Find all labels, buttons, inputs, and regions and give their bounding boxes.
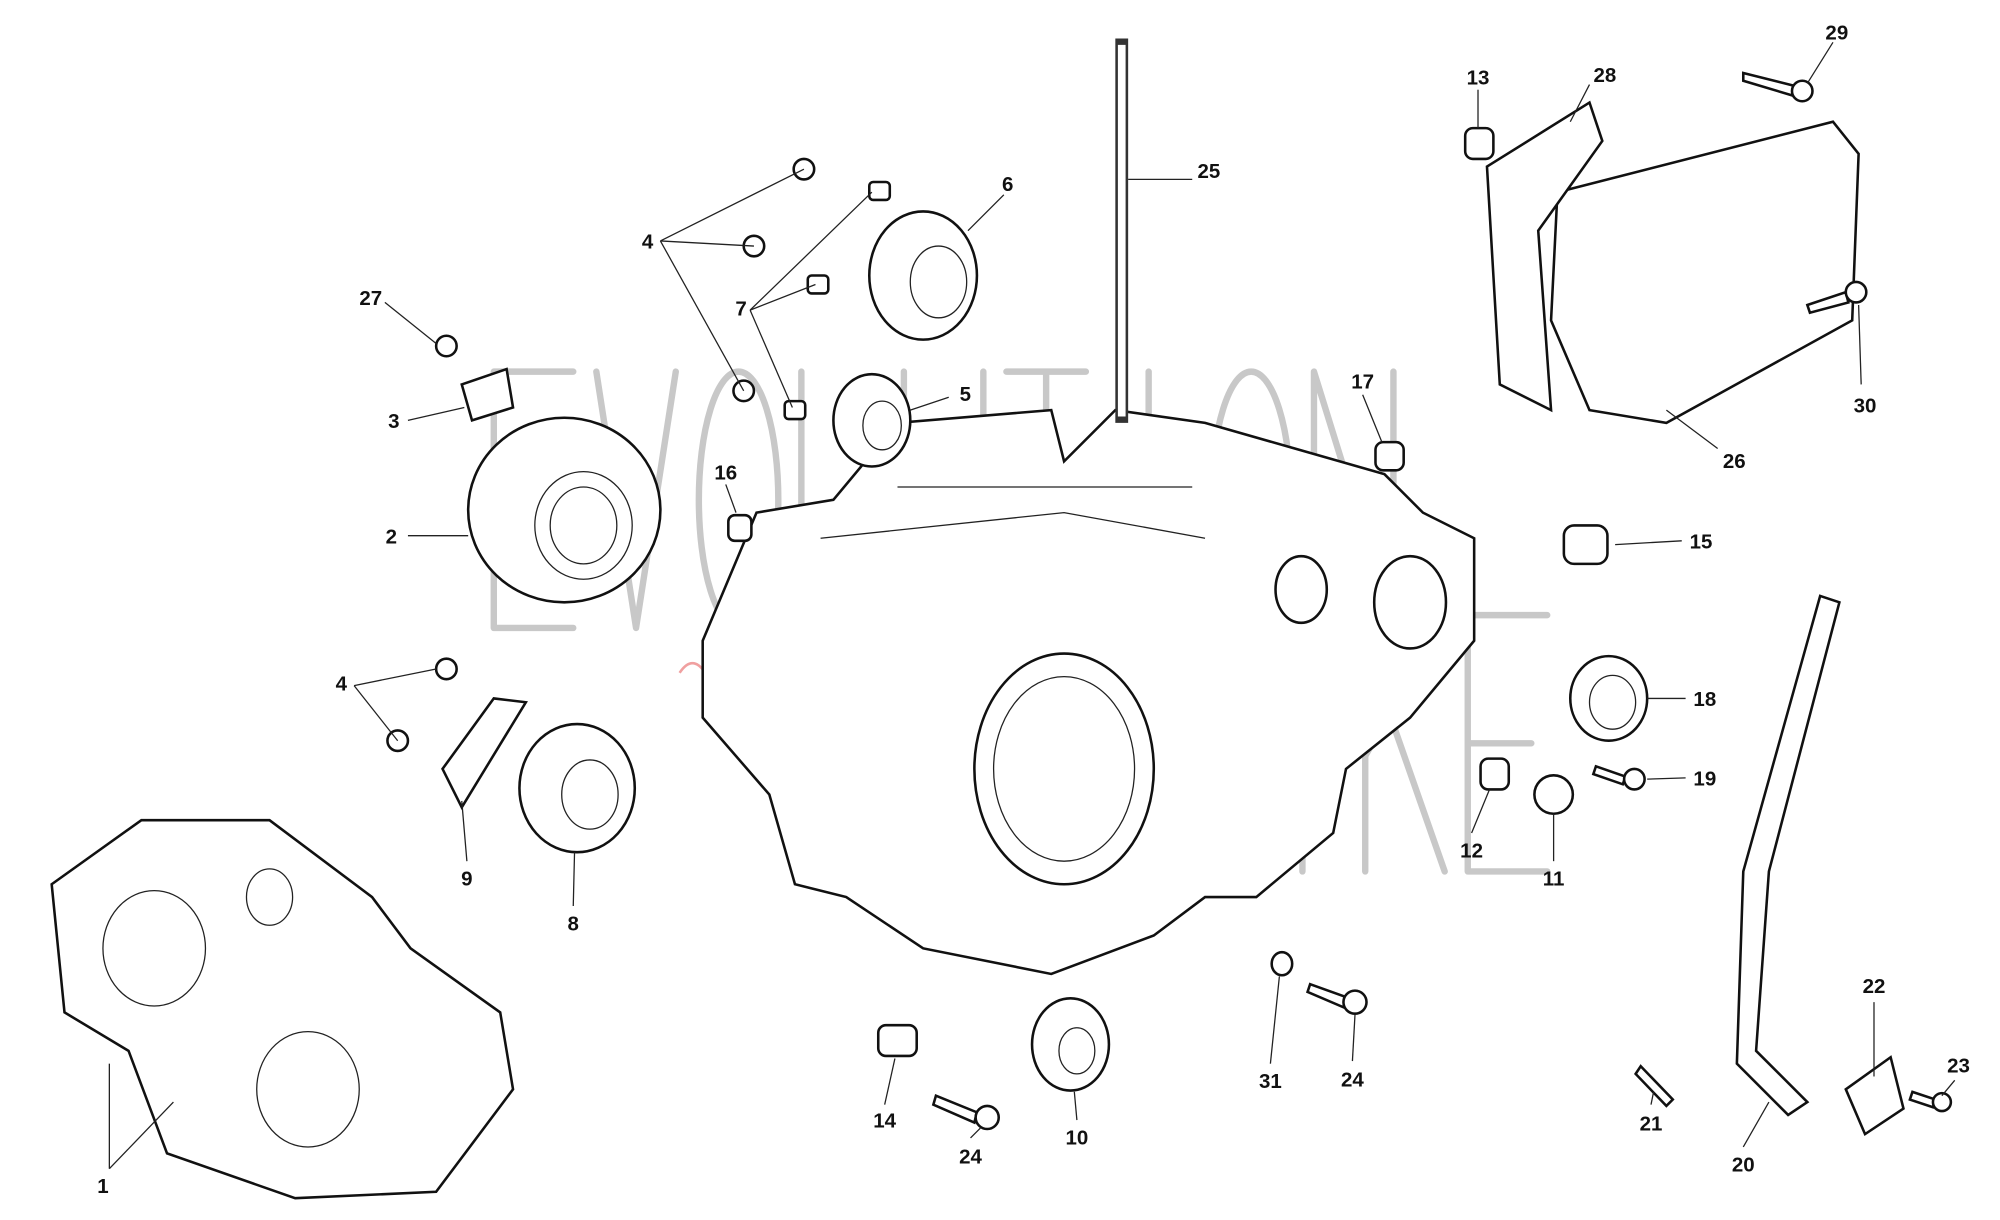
washer-7a xyxy=(868,180,892,202)
bearing-5 xyxy=(832,372,912,468)
bearing-8 xyxy=(518,722,637,854)
callout: 19 xyxy=(1693,768,1716,791)
callout: 3 xyxy=(388,410,399,433)
callout: 7 xyxy=(735,297,746,320)
callout: 25 xyxy=(1197,160,1220,183)
callout: 22 xyxy=(1863,975,1886,998)
callout: 24 xyxy=(1341,1069,1364,1092)
callout: 30 xyxy=(1854,395,1877,418)
callout: 18 xyxy=(1693,688,1716,711)
callout: 10 xyxy=(1065,1126,1088,1149)
callout: 24 xyxy=(959,1146,982,1169)
callout: 11 xyxy=(1543,868,1565,891)
screw-4d xyxy=(434,657,458,681)
callout: 17 xyxy=(1351,370,1374,393)
screw-27 xyxy=(434,334,458,358)
callout: 12 xyxy=(1460,839,1483,862)
callout: 16 xyxy=(714,461,737,484)
watermark-letter xyxy=(1464,611,1551,875)
callout: 4 xyxy=(642,231,654,254)
washer-7b xyxy=(806,274,830,295)
callout: 2 xyxy=(386,525,397,548)
plate-9 xyxy=(441,697,528,810)
plug-14 xyxy=(876,1023,918,1058)
dowel-16 xyxy=(727,513,753,543)
bolt-30 xyxy=(1805,290,1850,315)
callout: 1 xyxy=(97,1175,108,1198)
pin-21 xyxy=(1633,1064,1675,1108)
callout: 27 xyxy=(359,287,382,310)
callout: 9 xyxy=(461,868,472,891)
bolt-24a xyxy=(1305,982,1348,1010)
callout: 15 xyxy=(1690,530,1713,553)
bracket-22 xyxy=(1844,1055,1905,1137)
leader-lines xyxy=(108,41,1956,1170)
plate-3 xyxy=(460,367,515,422)
washer-7c xyxy=(783,399,807,421)
washer-11 xyxy=(1533,774,1575,816)
callout: 20 xyxy=(1732,1153,1755,1176)
bearing-6 xyxy=(868,210,979,341)
callout: 4 xyxy=(336,673,348,696)
bolt-29 xyxy=(1741,71,1796,98)
seal-18 xyxy=(1568,654,1649,742)
bushing-13 xyxy=(1463,126,1495,161)
callout: 26 xyxy=(1723,450,1746,473)
sprocket-cover xyxy=(1549,120,1860,425)
bolt-24b xyxy=(931,1093,979,1125)
washer-31 xyxy=(1270,950,1294,977)
callout: 13 xyxy=(1467,67,1490,90)
callout-labels: 29 28 13 25 6 4 7 27 3 5 16 2 17 30 26 1… xyxy=(97,22,1970,1198)
bearing-10 xyxy=(1030,997,1111,1092)
plug-15 xyxy=(1562,524,1609,566)
chain-guide xyxy=(1735,594,1841,1117)
bushing-17 xyxy=(1374,440,1405,472)
bearing-2 xyxy=(466,416,662,604)
callout: 28 xyxy=(1593,64,1616,87)
callout: 5 xyxy=(960,383,971,406)
callout: 29 xyxy=(1825,22,1848,45)
bushing-12 xyxy=(1479,757,1511,791)
callout: 8 xyxy=(568,912,579,935)
bolt-19 xyxy=(1591,764,1627,786)
crankcase-half xyxy=(701,38,1476,976)
callout: 14 xyxy=(873,1110,896,1133)
callout: 23 xyxy=(1947,1055,1970,1078)
bolt-23 xyxy=(1908,1090,1938,1109)
callout: 31 xyxy=(1259,1070,1282,1093)
callout: 6 xyxy=(1002,173,1013,196)
callout: 21 xyxy=(1640,1112,1663,1135)
cover-plate xyxy=(1485,100,1604,413)
crankcase-assembly-thumbnail xyxy=(50,818,515,1200)
